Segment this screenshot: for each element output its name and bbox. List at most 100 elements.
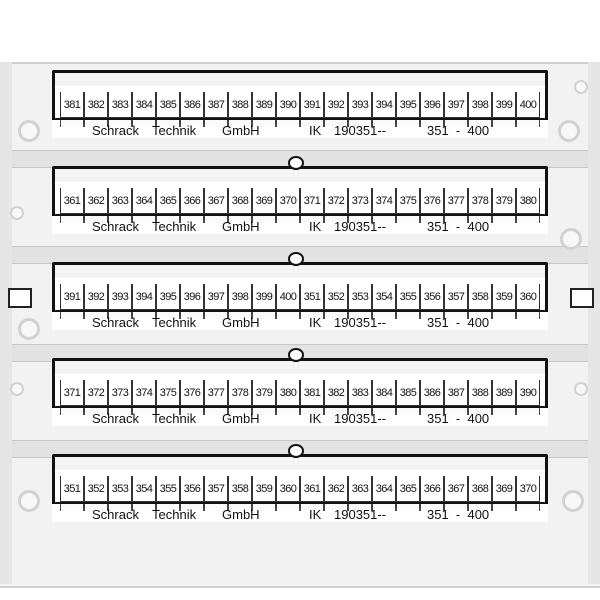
- marker-label[interactable]: 353: [108, 476, 132, 502]
- marker-label[interactable]: 397: [204, 284, 228, 310]
- marker-label[interactable]: 370: [516, 476, 540, 502]
- marker-label[interactable]: 373: [348, 188, 372, 214]
- marker-label[interactable]: 365: [396, 476, 420, 502]
- marker-label[interactable]: 375: [156, 380, 180, 406]
- marker-label[interactable]: 384: [132, 92, 156, 118]
- marker-label[interactable]: 400: [276, 284, 300, 310]
- marker-label[interactable]: 365: [156, 188, 180, 214]
- marker-label[interactable]: 387: [444, 380, 468, 406]
- marker-label[interactable]: 371: [60, 380, 84, 406]
- marker-label[interactable]: 386: [180, 92, 204, 118]
- marker-label[interactable]: 352: [84, 476, 108, 502]
- marker-label[interactable]: 398: [228, 284, 252, 310]
- marker-label[interactable]: 383: [108, 92, 132, 118]
- marker-label[interactable]: 374: [132, 380, 156, 406]
- marker-label[interactable]: 396: [420, 92, 444, 118]
- marker-label[interactable]: 390: [516, 380, 540, 406]
- marker-label[interactable]: 395: [396, 92, 420, 118]
- marker-label[interactable]: 378: [228, 380, 252, 406]
- marker-label[interactable]: 384: [372, 380, 396, 406]
- marker-label[interactable]: 388: [468, 380, 492, 406]
- marker-label[interactable]: 366: [420, 476, 444, 502]
- marker-label[interactable]: 358: [228, 476, 252, 502]
- marker-label[interactable]: 388: [228, 92, 252, 118]
- marker-label[interactable]: 356: [420, 284, 444, 310]
- marker-label[interactable]: 368: [228, 188, 252, 214]
- marker-label[interactable]: 399: [492, 92, 516, 118]
- marker-label[interactable]: 381: [60, 92, 84, 118]
- marker-label[interactable]: 385: [156, 92, 180, 118]
- marker-label[interactable]: 374: [372, 188, 396, 214]
- marker-label[interactable]: 380: [516, 188, 540, 214]
- marker-label[interactable]: 397: [444, 92, 468, 118]
- marker-label[interactable]: 372: [324, 188, 348, 214]
- marker-label[interactable]: 369: [492, 476, 516, 502]
- marker-label[interactable]: 372: [84, 380, 108, 406]
- marker-label[interactable]: 364: [132, 188, 156, 214]
- marker-label[interactable]: 395: [156, 284, 180, 310]
- marker-label[interactable]: 385: [396, 380, 420, 406]
- marker-label[interactable]: 392: [324, 92, 348, 118]
- marker-label[interactable]: 369: [252, 188, 276, 214]
- marker-label[interactable]: 352: [324, 284, 348, 310]
- marker-label[interactable]: 368: [468, 476, 492, 502]
- marker-label[interactable]: 363: [348, 476, 372, 502]
- marker-label[interactable]: 354: [132, 476, 156, 502]
- marker-label[interactable]: 389: [492, 380, 516, 406]
- marker-label[interactable]: 363: [108, 188, 132, 214]
- marker-label[interactable]: 399: [252, 284, 276, 310]
- marker-label[interactable]: 383: [348, 380, 372, 406]
- marker-label[interactable]: 355: [156, 476, 180, 502]
- marker-label[interactable]: 396: [180, 284, 204, 310]
- marker-label[interactable]: 376: [180, 380, 204, 406]
- marker-label[interactable]: 364: [372, 476, 396, 502]
- marker-label[interactable]: 391: [60, 284, 84, 310]
- marker-label[interactable]: 367: [444, 476, 468, 502]
- marker-label[interactable]: 382: [84, 92, 108, 118]
- marker-label[interactable]: 351: [60, 476, 84, 502]
- marker-label[interactable]: 362: [324, 476, 348, 502]
- marker-label[interactable]: 393: [348, 92, 372, 118]
- marker-label[interactable]: 377: [444, 188, 468, 214]
- marker-label[interactable]: 366: [180, 188, 204, 214]
- marker-label[interactable]: 356: [180, 476, 204, 502]
- marker-label[interactable]: 354: [372, 284, 396, 310]
- marker-label[interactable]: 381: [300, 380, 324, 406]
- marker-label[interactable]: 393: [108, 284, 132, 310]
- marker-label[interactable]: 382: [324, 380, 348, 406]
- marker-label[interactable]: 389: [252, 92, 276, 118]
- marker-label[interactable]: 360: [516, 284, 540, 310]
- marker-label[interactable]: 390: [276, 92, 300, 118]
- marker-label[interactable]: 394: [372, 92, 396, 118]
- marker-label[interactable]: 359: [252, 476, 276, 502]
- marker-label[interactable]: 400: [516, 92, 540, 118]
- marker-label[interactable]: 359: [492, 284, 516, 310]
- marker-label[interactable]: 358: [468, 284, 492, 310]
- marker-label[interactable]: 353: [348, 284, 372, 310]
- marker-label[interactable]: 377: [204, 380, 228, 406]
- marker-label[interactable]: 357: [444, 284, 468, 310]
- marker-label[interactable]: 391: [300, 92, 324, 118]
- marker-label[interactable]: 371: [300, 188, 324, 214]
- marker-label[interactable]: 367: [204, 188, 228, 214]
- marker-label[interactable]: 394: [132, 284, 156, 310]
- marker-label[interactable]: 375: [396, 188, 420, 214]
- marker-label[interactable]: 379: [492, 188, 516, 214]
- marker-label[interactable]: 387: [204, 92, 228, 118]
- marker-label[interactable]: 361: [60, 188, 84, 214]
- marker-label[interactable]: 373: [108, 380, 132, 406]
- marker-label[interactable]: 392: [84, 284, 108, 310]
- marker-label[interactable]: 357: [204, 476, 228, 502]
- marker-label[interactable]: 355: [396, 284, 420, 310]
- marker-label[interactable]: 380: [276, 380, 300, 406]
- marker-label[interactable]: 351: [300, 284, 324, 310]
- marker-label[interactable]: 361: [300, 476, 324, 502]
- marker-label[interactable]: 362: [84, 188, 108, 214]
- marker-label[interactable]: 376: [420, 188, 444, 214]
- marker-label[interactable]: 378: [468, 188, 492, 214]
- marker-label[interactable]: 370: [276, 188, 300, 214]
- marker-label[interactable]: 398: [468, 92, 492, 118]
- marker-label[interactable]: 360: [276, 476, 300, 502]
- marker-label[interactable]: 386: [420, 380, 444, 406]
- marker-label[interactable]: 379: [252, 380, 276, 406]
